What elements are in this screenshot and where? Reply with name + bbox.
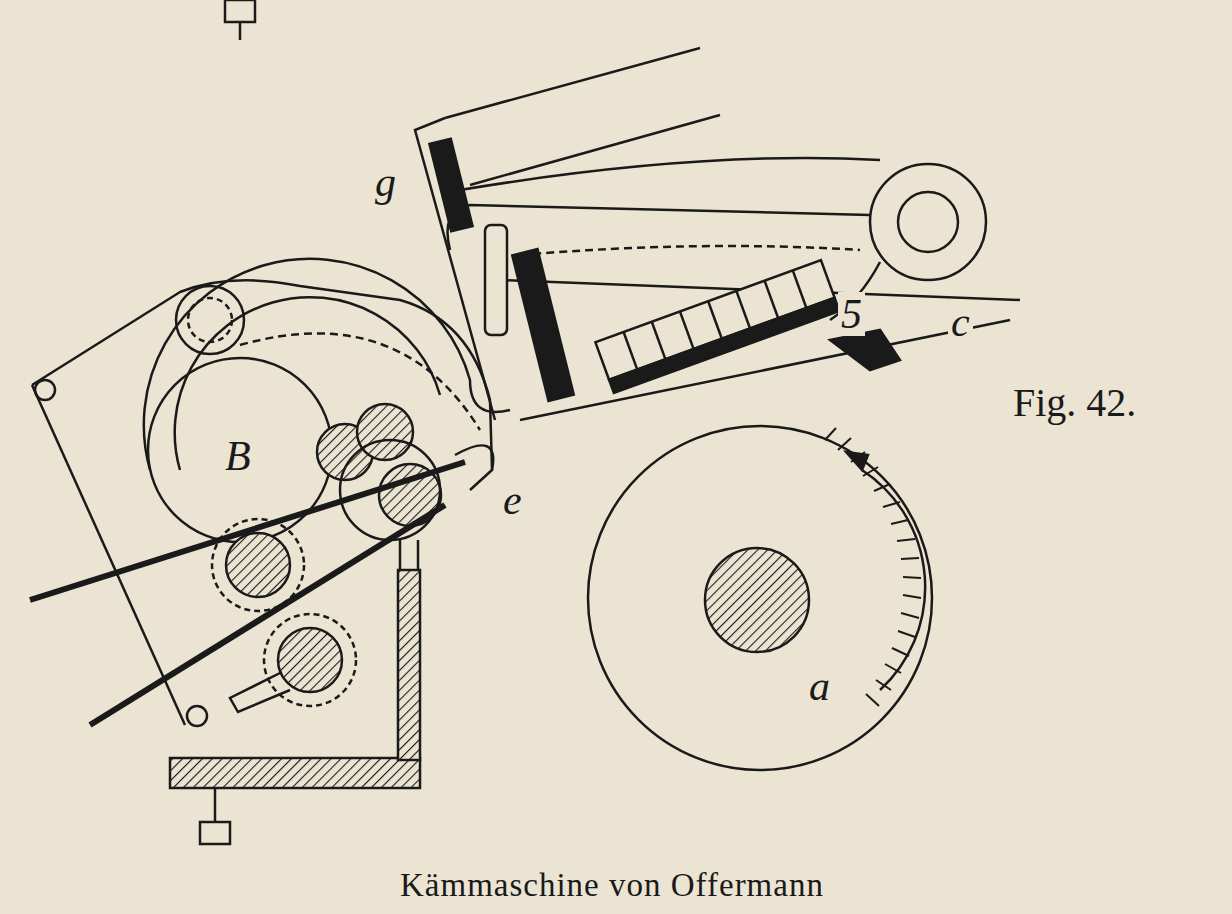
figure-number: Fig. 42. [1010, 382, 1139, 424]
part-letter: e [500, 478, 525, 522]
part-letter: c [948, 300, 973, 344]
figure-caption: Kämmaschine von Offermann [397, 868, 827, 903]
part-letter: B [222, 434, 254, 478]
part-letter: a [806, 664, 833, 708]
part-letter: 5 [838, 292, 865, 336]
part-letter: g [372, 160, 399, 204]
